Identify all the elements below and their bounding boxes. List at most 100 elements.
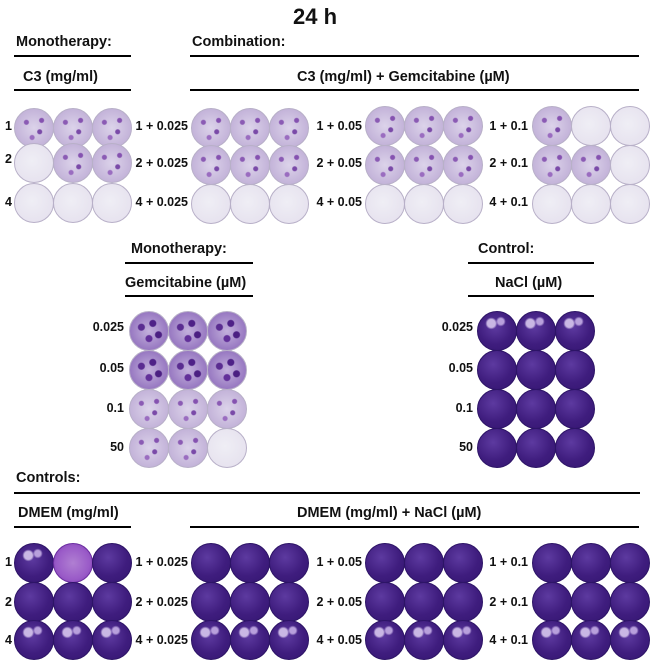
- row-label: 1 + 0.05: [316, 119, 362, 133]
- well-plate: [207, 350, 247, 390]
- well-plate: [14, 183, 54, 223]
- well-plate: [92, 143, 132, 183]
- row-label: 0.025: [92, 320, 124, 334]
- controls-header: Controls:: [16, 470, 81, 486]
- well-plate: [230, 620, 270, 660]
- well-plate: [516, 311, 556, 351]
- gem-subheader: Gemcitabine (µM): [125, 275, 247, 291]
- divider-line: [14, 55, 131, 57]
- well-plate: [92, 620, 132, 660]
- divider-line: [190, 89, 639, 91]
- well-plate: [365, 106, 405, 146]
- figure-title: 24 h: [293, 4, 338, 29]
- well-plate: [269, 145, 309, 185]
- row-label: 2: [5, 595, 12, 609]
- well-plate: [532, 543, 572, 583]
- well-plate: [404, 106, 444, 146]
- nacl-subheader: NaCl (µM): [495, 275, 563, 291]
- well-plate: [477, 311, 517, 351]
- divider-line: [190, 55, 639, 57]
- well-plate: [168, 389, 208, 429]
- well-plate: [230, 145, 270, 185]
- well-plate: [92, 582, 132, 622]
- c3-subheader: C3 (mg/ml): [23, 69, 98, 85]
- divider-line: [14, 492, 640, 494]
- well-plate: [191, 184, 231, 224]
- well-plate: [53, 582, 93, 622]
- well-plate: [532, 184, 572, 224]
- row-label: 0.05: [99, 361, 124, 375]
- well-plate: [365, 620, 405, 660]
- well-plate: [207, 389, 247, 429]
- row-label: 1: [5, 555, 12, 569]
- dmem-subheader: DMEM (mg/ml): [18, 505, 119, 521]
- row-label: 4 + 0.05: [316, 195, 362, 209]
- well-plate: [269, 108, 309, 148]
- well-plate: [571, 620, 611, 660]
- well-plate: [610, 543, 650, 583]
- well-plate: [14, 543, 54, 583]
- well-plate: [610, 106, 650, 146]
- combo-header: Combination:: [192, 34, 286, 50]
- well-plate: [365, 543, 405, 583]
- divider-line: [14, 89, 131, 91]
- well-plate: [555, 350, 595, 390]
- well-plate: [571, 106, 611, 146]
- well-plate: [532, 582, 572, 622]
- well-plate: [92, 183, 132, 223]
- row-label: 2 + 0.025: [135, 595, 188, 609]
- well-plate: [207, 428, 247, 468]
- row-label: 1: [5, 119, 12, 133]
- well-plate: [92, 108, 132, 148]
- well-plate: [14, 108, 54, 148]
- well-plate: [168, 311, 208, 351]
- well-plate: [404, 184, 444, 224]
- well-plate: [53, 143, 93, 183]
- well-plate: [230, 108, 270, 148]
- well-plate: [555, 428, 595, 468]
- row-label: 1 + 0.025: [135, 555, 188, 569]
- row-label: 4 + 0.1: [489, 195, 528, 209]
- well-plate: [365, 184, 405, 224]
- well-plate: [365, 582, 405, 622]
- divider-line: [190, 526, 639, 528]
- well-plate: [207, 311, 247, 351]
- well-plate: [129, 389, 169, 429]
- well-plate: [269, 184, 309, 224]
- well-plate: [516, 428, 556, 468]
- row-label: 4 + 0.025: [135, 633, 188, 647]
- row-label: 1 + 0.1: [489, 555, 528, 569]
- well-plate: [555, 389, 595, 429]
- control-header: Control:: [478, 241, 535, 257]
- well-plate: [443, 106, 483, 146]
- well-plate: [191, 620, 231, 660]
- well-plate: [532, 145, 572, 185]
- well-plate: [191, 582, 231, 622]
- well-plate: [532, 106, 572, 146]
- row-label: 0.1: [106, 401, 124, 415]
- row-label: 1 + 0.1: [489, 119, 528, 133]
- row-label: 2: [5, 152, 12, 166]
- well-plate: [610, 620, 650, 660]
- divider-line: [125, 295, 253, 297]
- well-plate: [53, 543, 93, 583]
- well-plate: [129, 350, 169, 390]
- row-label: 2 + 0.05: [316, 595, 362, 609]
- well-plate: [191, 145, 231, 185]
- divider-line: [14, 526, 131, 528]
- well-plate: [532, 620, 572, 660]
- well-plate: [191, 108, 231, 148]
- well-plate: [230, 543, 270, 583]
- row-label: 4 + 0.1: [489, 633, 528, 647]
- row-label: 0.05: [448, 361, 473, 375]
- gem-mono-header: Monotherapy:: [131, 241, 227, 257]
- well-plate: [230, 582, 270, 622]
- divider-line: [468, 262, 594, 264]
- well-plate: [129, 428, 169, 468]
- row-label: 4 + 0.05: [316, 633, 362, 647]
- well-plate: [571, 582, 611, 622]
- well-plate: [404, 543, 444, 583]
- well-plate: [516, 350, 556, 390]
- well-plate: [129, 311, 169, 351]
- well-plate: [555, 311, 595, 351]
